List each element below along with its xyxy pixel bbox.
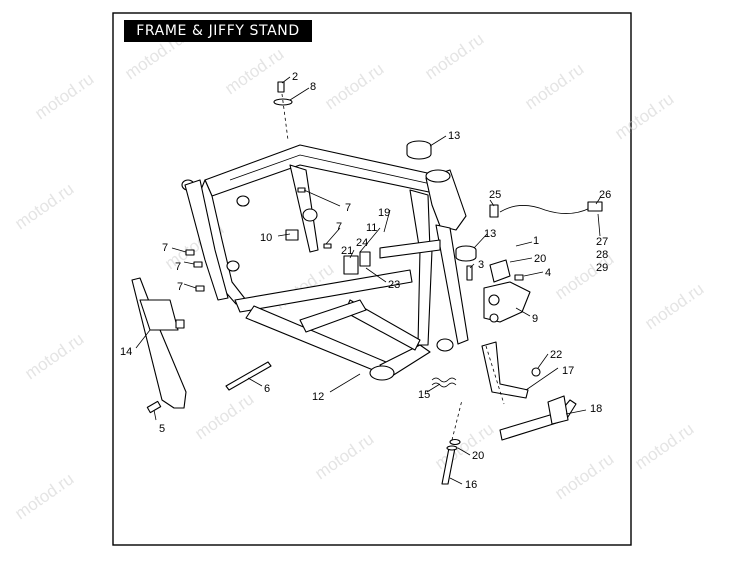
callout-7-left-mid: 7 [175,261,181,273]
watermark-text: motod.ru [11,179,77,233]
callout-1: 1 [533,235,539,247]
watermark-text: motod.ru [321,59,387,113]
diagram-border [112,12,632,546]
callout-2: 2 [292,71,298,83]
callout-13-lower: 13 [484,228,496,240]
watermark-text: motod.ru [611,89,677,143]
callout-25: 25 [489,189,501,201]
callout-13-upper: 13 [448,130,460,142]
watermark-text: motod.ru [31,69,97,123]
bearing-cup-lower [455,245,477,262]
callout-23: 23 [388,279,400,291]
callout-15: 15 [418,389,430,401]
callout-6: 6 [264,383,270,395]
callout-21: 21 [341,245,353,257]
watermark-layer: motod.ru motod.ru motod.ru motod.ru moto… [11,29,707,523]
callout-26: 26 [599,189,611,201]
callout-3: 3 [478,259,484,271]
watermark-text: motod.ru [431,419,497,473]
callout-16: 16 [465,479,477,491]
callout-7-left-lower: 7 [177,281,183,293]
side-bracket [131,277,187,409]
callout-19: 19 [378,207,390,219]
callout-7-center: 7 [336,221,342,233]
rod-6 [225,361,272,391]
callout-14: 14 [120,346,132,358]
callout-12: 12 [312,391,324,403]
frame-assembly [181,144,469,381]
diagram-title-box: FRAME & JIFFY STAND [124,20,312,42]
watermark-text: motod.ru [521,59,587,113]
callout-10: 10 [260,232,272,244]
callout-7-top: 7 [345,202,351,214]
top-screw-assembly [273,81,293,141]
callout-20-lower: 20 [472,450,484,462]
callout-11: 11 [366,222,377,234]
watermark-text: motod.ru [21,329,87,383]
callout-22: 22 [550,349,562,361]
watermark-text: motod.ru [551,449,617,503]
watermark-text: motod.ru [191,389,257,443]
callout-8: 8 [310,81,316,93]
callout-28: 28 [596,249,608,261]
callout-29: 29 [596,262,608,274]
jiffy-stand-assembly [431,201,603,485]
callout-27: 27 [596,236,608,248]
watermark-text: motod.ru [11,469,77,523]
callout-4: 4 [545,267,551,279]
leader-lines [135,76,601,485]
watermark-text: motod.ru [221,44,287,98]
callout-7-left-upper: 7 [162,242,168,254]
callout-18: 18 [590,403,602,415]
callout-17: 17 [562,365,574,377]
bearing-cup-upper [406,140,432,160]
watermark-text: motod.ru [421,29,487,83]
diagram-title: FRAME & JIFFY STAND [136,23,300,39]
watermark-text: motod.ru [631,419,697,473]
callout-9: 9 [532,313,538,325]
callout-24: 24 [356,237,368,249]
watermark-text: motod.ru [641,279,707,333]
callouts: 2 8 13 7 19 10 7 7 7 7 11 24 21 23 25 26… [120,71,611,491]
fasteners-7 [185,187,332,292]
callout-20-upper: 20 [534,253,546,265]
callout-5: 5 [159,423,165,435]
bolt-5 [146,400,162,414]
watermark-text: motod.ru [311,429,377,483]
